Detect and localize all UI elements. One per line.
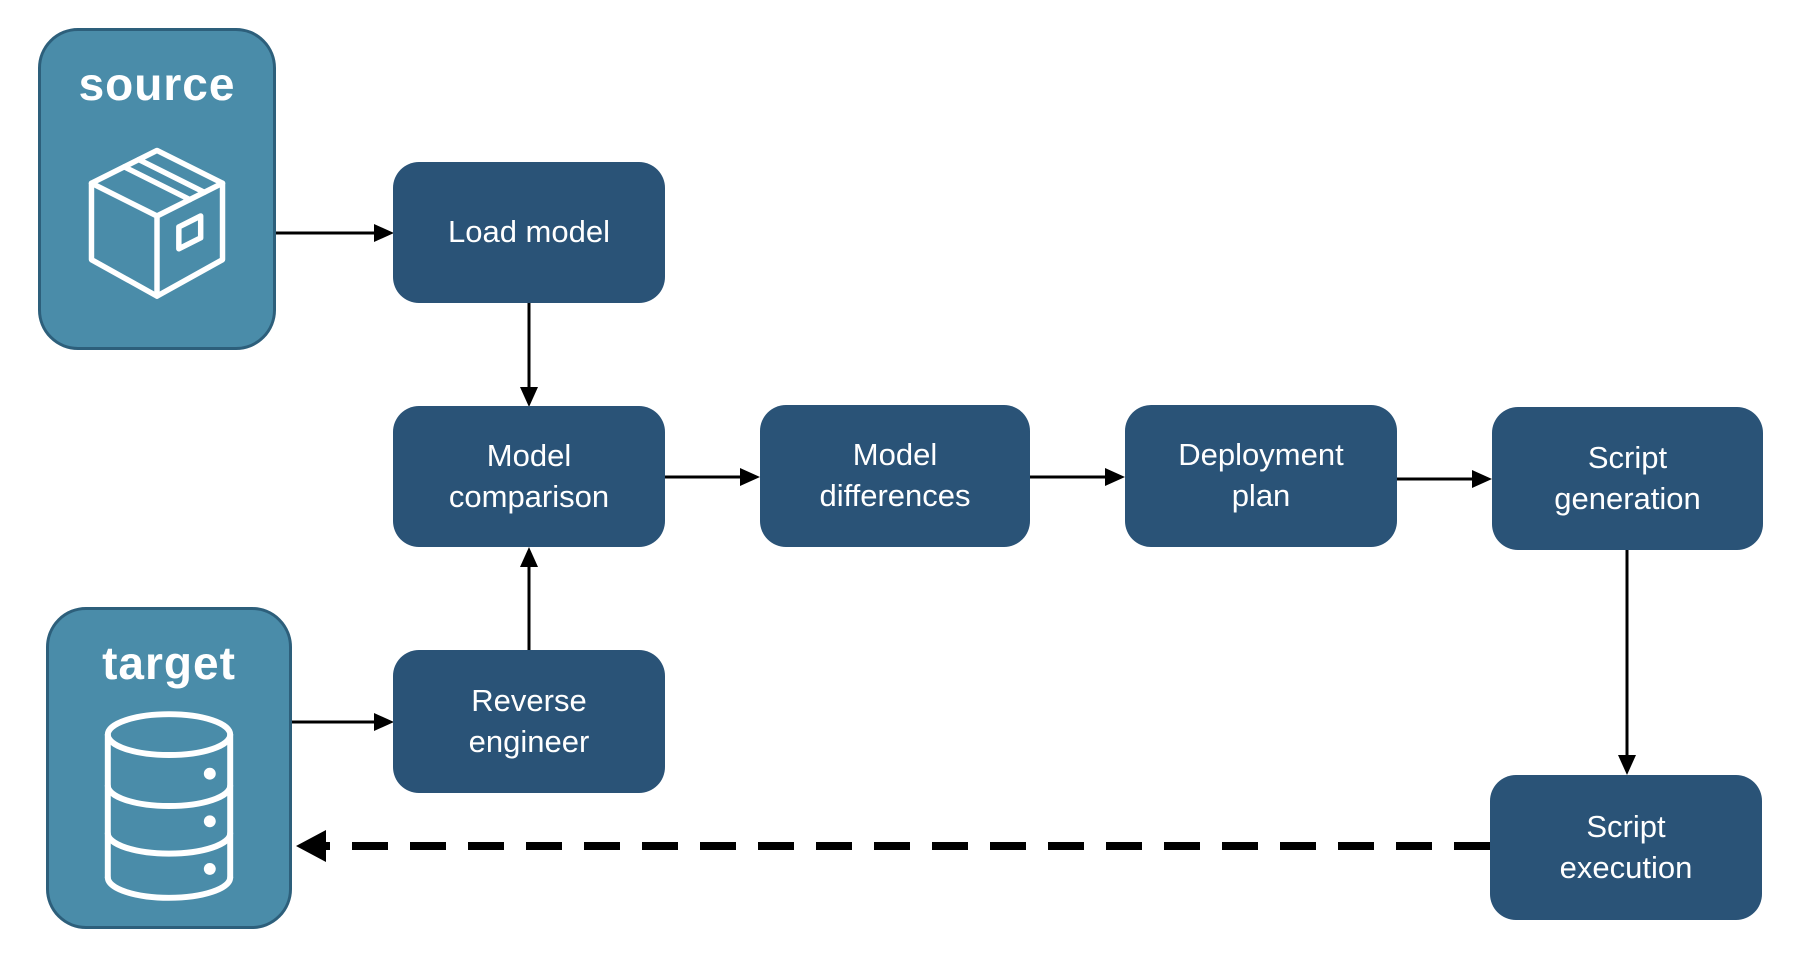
node-script-generation-label: Script generation [1554,439,1701,516]
node-model-comparison: Model comparison [393,406,665,547]
node-reverse-engineer-label: Reverse engineer [468,682,590,759]
node-load-model: Load model [393,162,665,303]
node-model-differences: Model differences [760,405,1030,547]
arrow-reverse-engineer-to-model-comparison [520,547,538,650]
arrow-script-generation-to-script-execution [1618,550,1636,775]
arrow-model-differences-to-deployment-plan [1030,468,1125,486]
endpoint-source: source [38,28,276,350]
node-script-execution: Script execution [1490,775,1762,920]
arrow-target-to-reverse-engineer [292,713,394,731]
arrow-source-to-load-model [276,224,394,242]
arrow-deployment-plan-to-script-generation [1397,470,1492,488]
endpoint-source-label: source [78,58,236,110]
node-script-execution-label: Script execution [1559,808,1693,885]
database-icon [104,711,234,901]
node-model-differences-label: Model differences [819,437,971,513]
node-load-model-label: Load model [447,214,610,250]
node-deployment-plan: Deployment plan [1125,405,1397,547]
arrow-model-comparison-to-model-differences [665,468,760,486]
endpoint-target-label: target [102,637,236,689]
endpoint-target: target [46,607,292,929]
node-reverse-engineer: Reverse engineer [393,650,665,793]
node-script-generation: Script generation [1492,407,1763,550]
package-icon [88,147,226,299]
arrow-script-execution-to-target-dashed [296,830,1490,862]
node-model-comparison-label: Model comparison [448,437,610,514]
arrow-load-model-to-model-comparison [520,303,538,407]
node-deployment-plan-label: Deployment plan [1178,437,1344,513]
